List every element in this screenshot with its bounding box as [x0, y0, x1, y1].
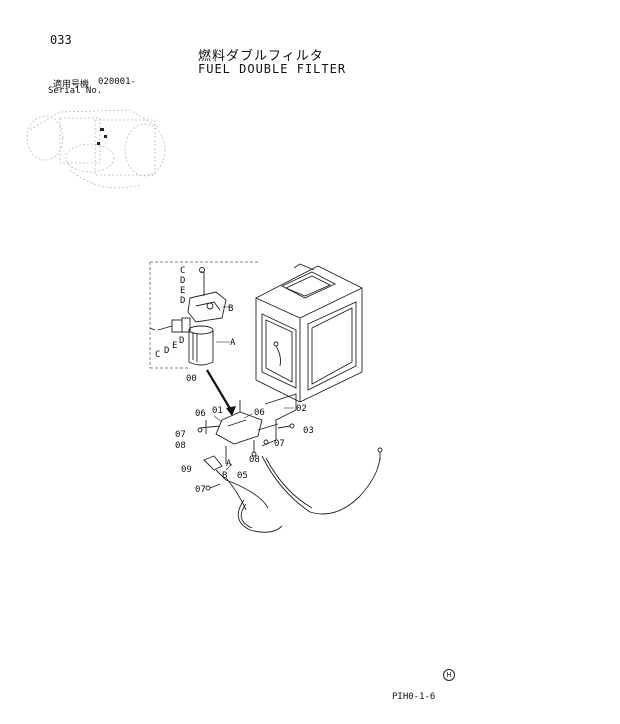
serial-label-english: Serial No. — [48, 86, 103, 96]
callout-part-06-left: 06 — [195, 409, 206, 419]
callout-part-00: 00 — [186, 374, 197, 384]
callout-part-07-bottom: 07 — [195, 485, 206, 495]
assembly-arrow — [206, 369, 233, 413]
callout-d-top: D — [180, 276, 185, 286]
mounting-bracket — [197, 393, 297, 457]
callout-part-06-right: 06 — [254, 408, 265, 418]
callout-part-03: 03 — [303, 426, 314, 436]
callout-part-01: 01 — [212, 406, 223, 416]
fuel-tank — [255, 263, 363, 403]
page-title-english: FUEL DOUBLE FILTER — [198, 62, 347, 76]
callout-part-02: 02 — [296, 404, 307, 414]
detail-bracket — [149, 261, 260, 369]
callout-a-right: A — [230, 338, 236, 348]
manufacturer-logo: H — [443, 669, 455, 681]
callout-e-top: E — [180, 286, 185, 296]
callout-b-right: B — [228, 304, 233, 314]
callout-a-bottom: A — [226, 459, 232, 469]
callout-part-07-right: 07 — [274, 439, 285, 449]
arrow-head — [226, 406, 236, 416]
machine-locator-thumbnail — [26, 109, 166, 189]
callout-part-05: 05 — [237, 471, 248, 481]
callout-part-09: 09 — [181, 465, 192, 475]
filter-head-assembly — [149, 267, 227, 333]
filter-element — [188, 325, 214, 366]
page-number: 033 — [50, 33, 72, 47]
callout-c-left: C — [155, 350, 160, 360]
callout-d-left-2: D — [164, 346, 169, 356]
figure-code: PIH0-1-6 — [392, 692, 436, 702]
callout-c-top: C — [180, 266, 185, 276]
locator-highlight — [97, 128, 107, 145]
serial-label-japanese: 適用号機 — [53, 80, 90, 90]
callout-part-08-left: 08 — [175, 441, 186, 451]
callout-d-top-2: D — [180, 296, 185, 306]
fuel-hoses — [203, 446, 383, 533]
callout-e-left: E — [172, 341, 177, 351]
leader-lines — [213, 306, 294, 471]
callout-d-left: D — [179, 336, 184, 346]
callout-part-08-bottom: 08 — [249, 455, 260, 465]
callout-part-07-left: 07 — [175, 430, 186, 440]
callout-b-bottom: B — [222, 471, 227, 481]
page-title-japanese: 燃料ダブルフィルタ — [198, 49, 324, 64]
serial-value: 020001- — [98, 77, 136, 87]
